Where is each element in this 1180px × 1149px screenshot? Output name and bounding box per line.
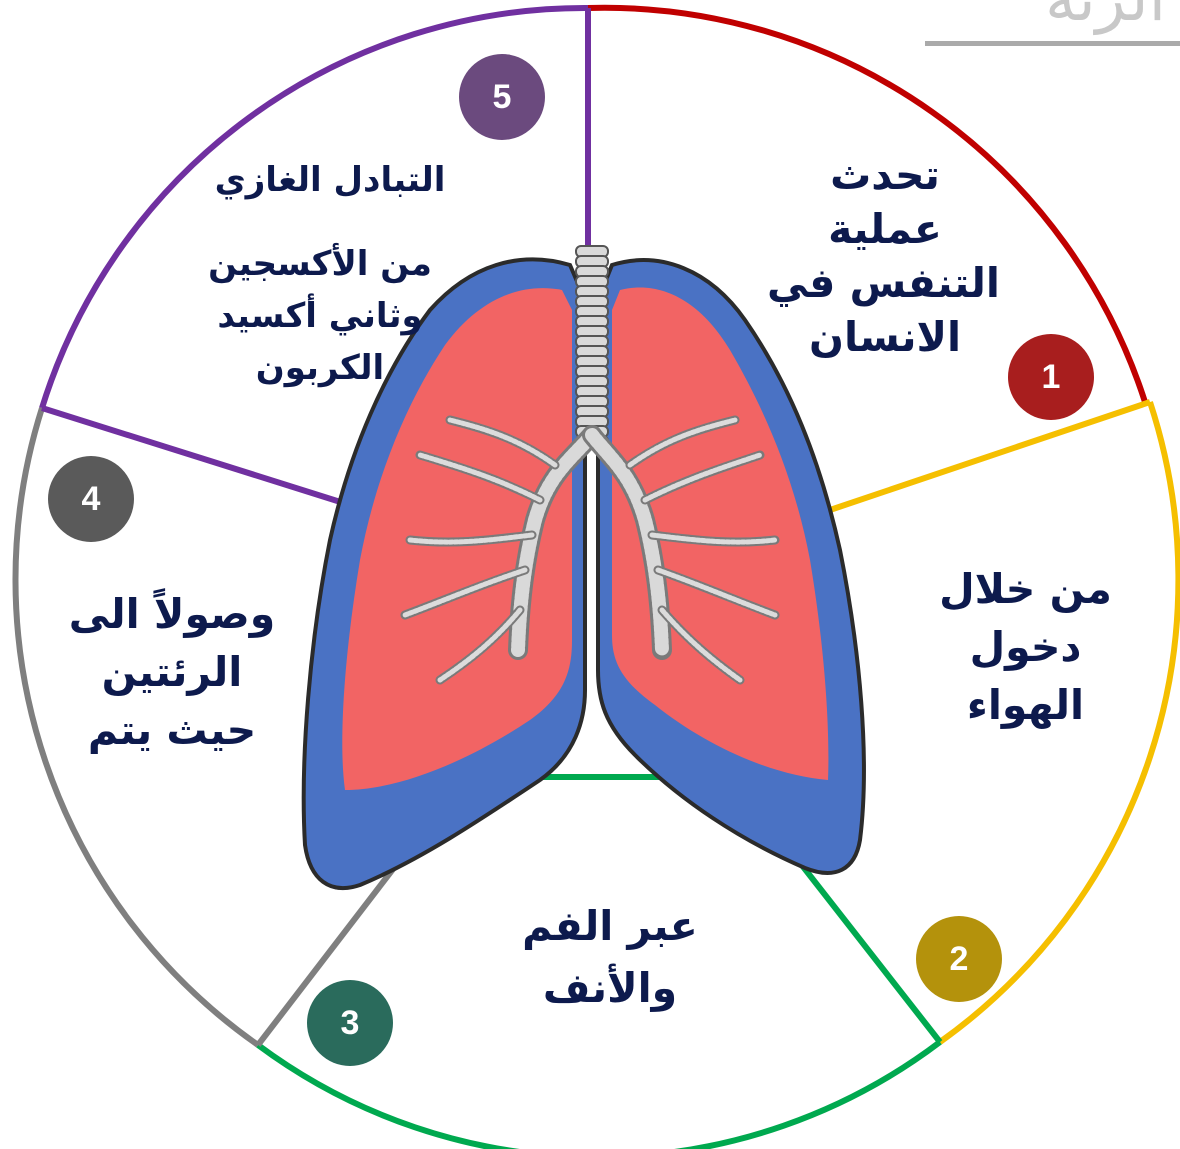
badge-4: 4	[48, 456, 134, 542]
segment-2-line-2: دخول	[918, 618, 1133, 676]
trachea	[576, 246, 608, 447]
badge-2: 2	[916, 916, 1002, 1002]
badge-5: 5	[459, 54, 545, 140]
segment-1-line-3: التنفس في	[770, 256, 1000, 310]
segment-1-line-2: عملية	[770, 202, 1000, 256]
segment-5-text: من الأكسجين وثاني أكسيد الكربون	[195, 238, 445, 394]
segment-1-line-4: الانسان	[770, 310, 1000, 364]
segment-2-text: من خلال دخول الهواء	[918, 560, 1133, 734]
segment-4-line-3: حيث يتم	[42, 701, 302, 759]
divider-1-2	[830, 402, 1150, 510]
segment-5-line-1: من الأكسجين	[195, 238, 445, 290]
segment-4-line-1: وصولاً الى	[42, 585, 302, 643]
segment-1-text: تحدث عملية التنفس في الانسان	[770, 148, 1000, 364]
segment-2-line-1: من خلال	[918, 560, 1133, 618]
corner-title: الرئة	[1045, 0, 1166, 35]
segment-1-line-1: تحدث	[770, 148, 1000, 202]
segment-3-text: عبر الفم والأنف	[490, 895, 730, 1019]
segment-3-line-2: والأنف	[490, 957, 730, 1019]
corner-underline	[925, 41, 1180, 46]
segment-2-line-3: الهواء	[918, 676, 1133, 734]
segment-5-heading: التبادل الغازي	[200, 156, 460, 204]
segment-3-line-1: عبر الفم	[490, 895, 730, 957]
segment-5-line-3: الكربون	[195, 342, 445, 394]
segment-4-text: وصولاً الى الرئتين حيث يتم	[42, 585, 302, 759]
segment-5-line-2: وثاني أكسيد	[195, 290, 445, 342]
segment-4-line-2: الرئتين	[42, 643, 302, 701]
badge-1: 1	[1008, 334, 1094, 420]
badge-3: 3	[307, 980, 393, 1066]
